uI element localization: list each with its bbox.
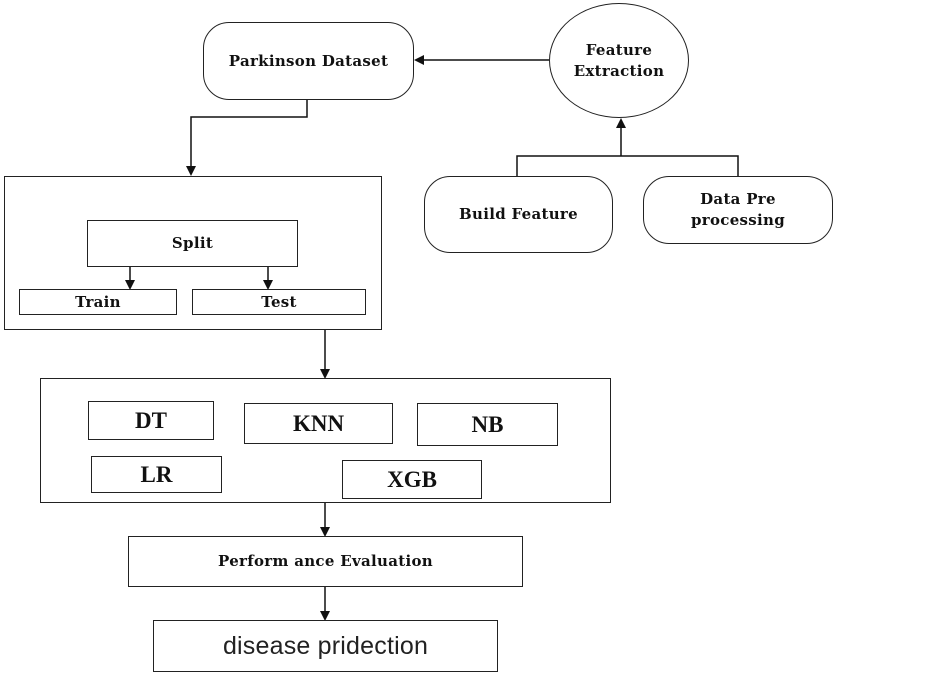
test-label: Test bbox=[261, 292, 297, 311]
model-lr-label: LR bbox=[140, 461, 173, 487]
model-dt-node: DT bbox=[88, 401, 214, 440]
train-node: Train bbox=[19, 289, 177, 315]
performance-evaluation-node: Perform ance Evaluation bbox=[128, 536, 523, 587]
disease-prediction-label: disease pridection bbox=[222, 631, 429, 660]
performance-evaluation-label: Perform ance Evaluation bbox=[218, 552, 433, 570]
model-dt-label: DT bbox=[135, 407, 167, 433]
models-container bbox=[40, 378, 611, 503]
data-preprocessing-node: Data Pre processing bbox=[643, 176, 833, 244]
parkinson-dataset-node: Parkinson Dataset bbox=[203, 22, 414, 100]
feature-extraction-node: Feature Extraction bbox=[549, 3, 689, 118]
test-node: Test bbox=[192, 289, 366, 315]
connector-build-to-preproc bbox=[516, 155, 739, 177]
arrow-dataset-to-split-box bbox=[186, 100, 308, 176]
model-lr-node: LR bbox=[91, 456, 222, 493]
build-feature-label: Build Feature bbox=[459, 205, 578, 223]
build-feature-node: Build Feature bbox=[424, 176, 613, 253]
split-node: Split bbox=[87, 220, 298, 267]
disease-prediction-node: disease pridection bbox=[153, 620, 498, 672]
split-container bbox=[4, 176, 382, 330]
model-xgb-node: XGB bbox=[342, 460, 482, 499]
model-nb-label: NB bbox=[471, 411, 504, 437]
split-label: Split bbox=[171, 234, 214, 252]
parkinson-dataset-label: Parkinson Dataset bbox=[228, 51, 389, 70]
train-label: Train bbox=[75, 292, 121, 311]
model-xgb-label: XGB bbox=[387, 466, 437, 492]
model-nb-node: NB bbox=[417, 403, 558, 446]
model-knn-label: KNN bbox=[292, 410, 345, 436]
model-knn-node: KNN bbox=[244, 403, 393, 444]
feature-extraction-label: Feature Extraction bbox=[573, 40, 665, 80]
data-preprocessing-label: Data Pre processing bbox=[690, 190, 786, 229]
